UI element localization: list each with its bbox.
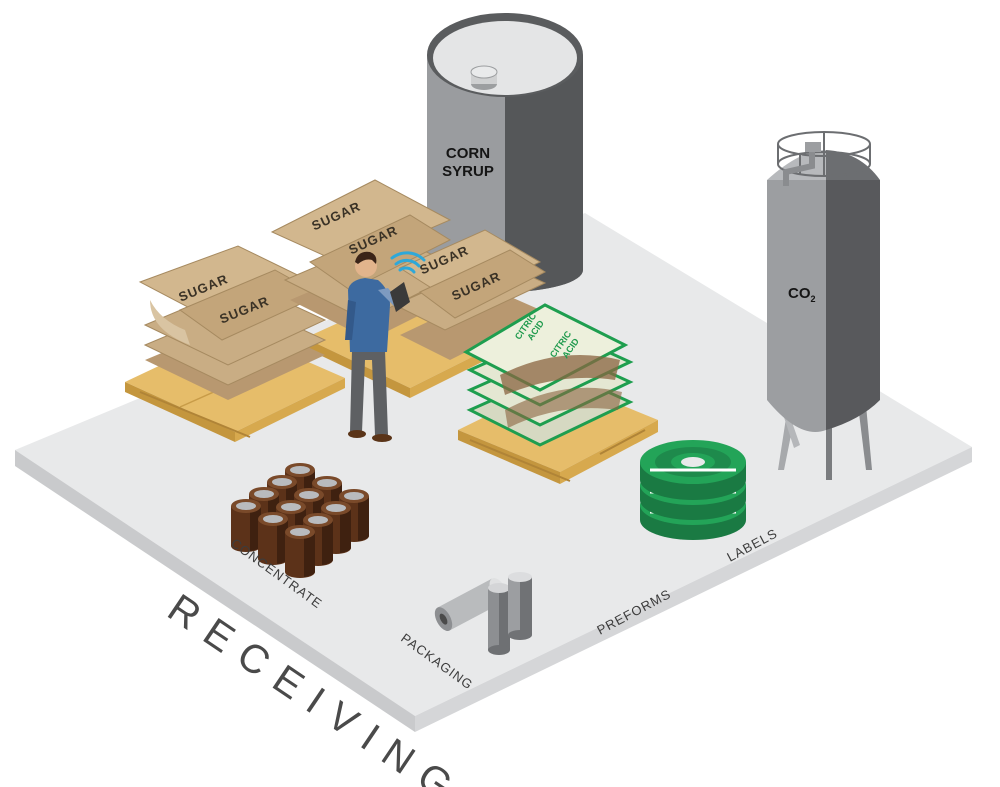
packaging-roll-standing-2 xyxy=(508,572,532,640)
co2-label-main: CO xyxy=(788,285,811,302)
wifi-icon xyxy=(390,251,426,274)
worker xyxy=(345,251,426,442)
corn-syrup-label-line1: CORN xyxy=(446,145,490,162)
floor-top xyxy=(15,213,972,716)
co2-railing xyxy=(777,131,871,177)
corn-syrup-label-line2: SYRUP xyxy=(442,163,494,180)
concentrate-jar xyxy=(285,525,315,578)
sugar-bags: SUGAR SUGAR SUGAR SUGAR SUGAR SUGAR xyxy=(138,179,547,400)
packaging-roll-standing-1 xyxy=(488,583,510,655)
concentrate-jar xyxy=(231,499,261,552)
label-rolls xyxy=(640,440,746,540)
sugar-stack-left: SUGAR SUGAR xyxy=(138,245,327,400)
concentrate-jars xyxy=(231,463,369,578)
citric-acid-bags: CITRIC ACID CITRIC ACID xyxy=(462,303,634,447)
label-roll-top xyxy=(640,440,746,500)
tablet xyxy=(390,282,410,312)
floor xyxy=(15,213,972,732)
floor-side-right xyxy=(415,447,972,732)
packaging-rolls xyxy=(434,572,532,655)
co2-tank: CO2 xyxy=(767,131,880,480)
floor-side-left xyxy=(15,450,415,732)
co2-label: CO2 xyxy=(788,285,816,304)
co2-label-subscript: 2 xyxy=(811,294,816,304)
